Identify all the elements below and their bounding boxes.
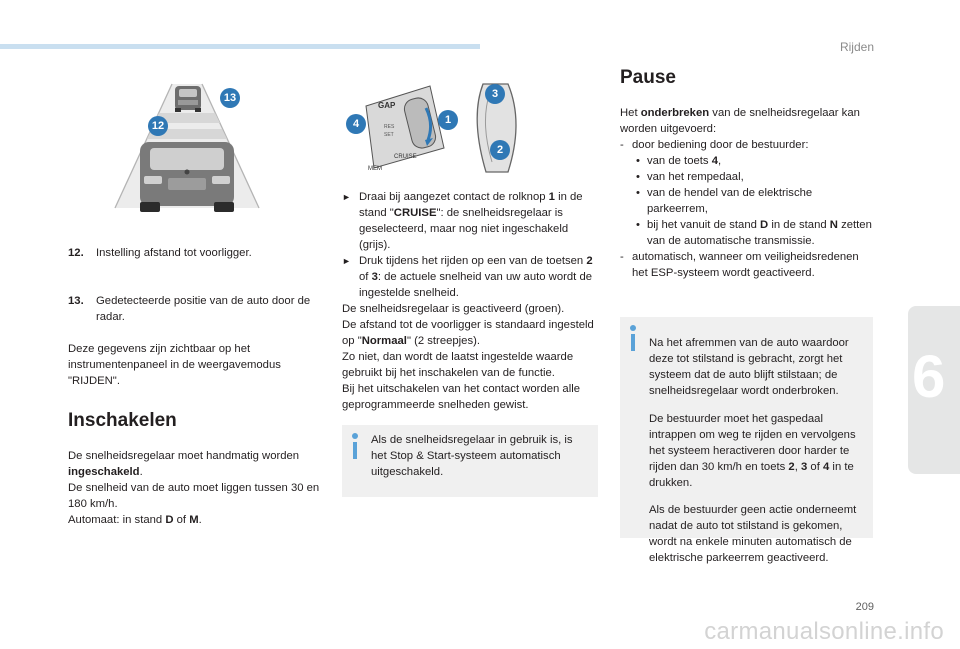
legend-number: 12. <box>68 247 84 259</box>
arrow-icon: ► <box>342 192 351 202</box>
lever-label-set: SET <box>384 132 394 138</box>
watermark: carmanualsonline.info <box>704 618 944 645</box>
distance-illustration <box>114 83 260 212</box>
left-column: 12. Instelling afstand tot voorligger. 1… <box>68 245 323 528</box>
legend-text: Gedetecteerde positie van de auto door d… <box>96 295 311 323</box>
callout-2: 2 <box>490 140 510 160</box>
pause-bullet: •bij het vanuit de stand D in de stand N… <box>636 219 872 247</box>
lever-label-res: RES <box>384 124 395 130</box>
info-icon <box>351 433 358 459</box>
own-vehicle-icon <box>140 142 234 212</box>
speed-range-paragraph: De snelheid van de auto moet liggen tuss… <box>68 482 320 510</box>
cruise-control-lever-illustration: GAP CRUISE MEM SET RES <box>365 83 517 173</box>
callout-12: 12 <box>148 116 168 136</box>
section-title: Rijden <box>839 40 874 54</box>
callout-4: 4 <box>346 114 366 134</box>
legend-item-13: 13. Gedetecteerde positie van de auto do… <box>68 293 323 325</box>
pause-automatic-item: -automatisch, wanneer om veiligheidsrede… <box>620 251 859 279</box>
lever-label-cruise: CRUISE <box>394 154 417 160</box>
ignition-off-paragraph: Bij het uitschakelen van het contact wor… <box>342 383 581 411</box>
automatic-paragraph: Automaat: in stand D of M. <box>68 514 202 526</box>
legend-item-12: 12. Instelling afstand tot voorligger. <box>68 245 323 261</box>
middle-column: ► Draai bij aangezet contact de rolknop … <box>342 189 600 413</box>
last-value-paragraph: Zo niet, dan wordt de laatst ingestelde … <box>342 351 574 379</box>
pause-driver-item: -door bediening door de bestuurder: <box>620 139 809 151</box>
chapter-tab: 6 <box>908 306 960 474</box>
activation-paragraph: De snelheidsregelaar moet handmatig word… <box>68 450 300 478</box>
step-2: ► Druk tijdens het rijden op een van de … <box>342 255 593 299</box>
callout-13: 13 <box>220 88 240 108</box>
pause-intro: Het onderbreken van de snelheidsregelaar… <box>620 107 860 135</box>
legend-text: Instelling afstand tot voorligger. <box>96 247 252 259</box>
page-number: 209 <box>855 601 874 613</box>
activated-paragraph: De snelheidsregelaar is geactiveerd (gro… <box>342 303 565 315</box>
step-1: ► Draai bij aangezet contact de rolknop … <box>342 191 583 251</box>
distance-paragraph: De afstand tot de voorligger is standaar… <box>342 319 594 347</box>
info-box-stop-start: Als de snelheidsregelaar in gebruik is, … <box>342 425 598 497</box>
standstill-text: Na het afremmen van de auto waardoor dez… <box>649 337 849 398</box>
vehicle-ahead-icon <box>175 86 201 112</box>
heading-inschakelen: Inschakelen <box>68 410 177 431</box>
pause-bullet: •van de toets 4, <box>636 155 722 167</box>
heading-pause: Pause <box>620 67 676 88</box>
distance-stripe <box>154 113 220 123</box>
pause-bullet: •van de hendel van de elektrische parkee… <box>636 187 813 215</box>
lever-label-mem: MEM <box>368 166 382 172</box>
reactivate-text: De bestuurder moet het gaspedaal intrapp… <box>649 412 856 489</box>
distance-stripe <box>147 129 227 139</box>
pause-bullet: •van het rempedaal, <box>636 171 744 183</box>
display-note: Deze gegevens zijn zichtbaar op het inst… <box>68 343 281 387</box>
chapter-number: 6 <box>912 343 946 410</box>
arrow-icon: ► <box>342 256 351 266</box>
lever-label-gap: GAP <box>378 101 396 110</box>
callout-3: 3 <box>485 84 505 104</box>
info-box-standstill: Na het afremmen van de auto waardoor dez… <box>620 317 873 564</box>
info-icon <box>629 325 636 351</box>
right-column: Pause Het onderbreken van de snelheidsre… <box>620 67 872 281</box>
legend-number: 13. <box>68 295 84 307</box>
callout-1: 1 <box>438 110 458 130</box>
parking-brake-text: Als de bestuurder geen actie onderneemt … <box>649 503 857 564</box>
header-accent-bar <box>0 44 480 49</box>
